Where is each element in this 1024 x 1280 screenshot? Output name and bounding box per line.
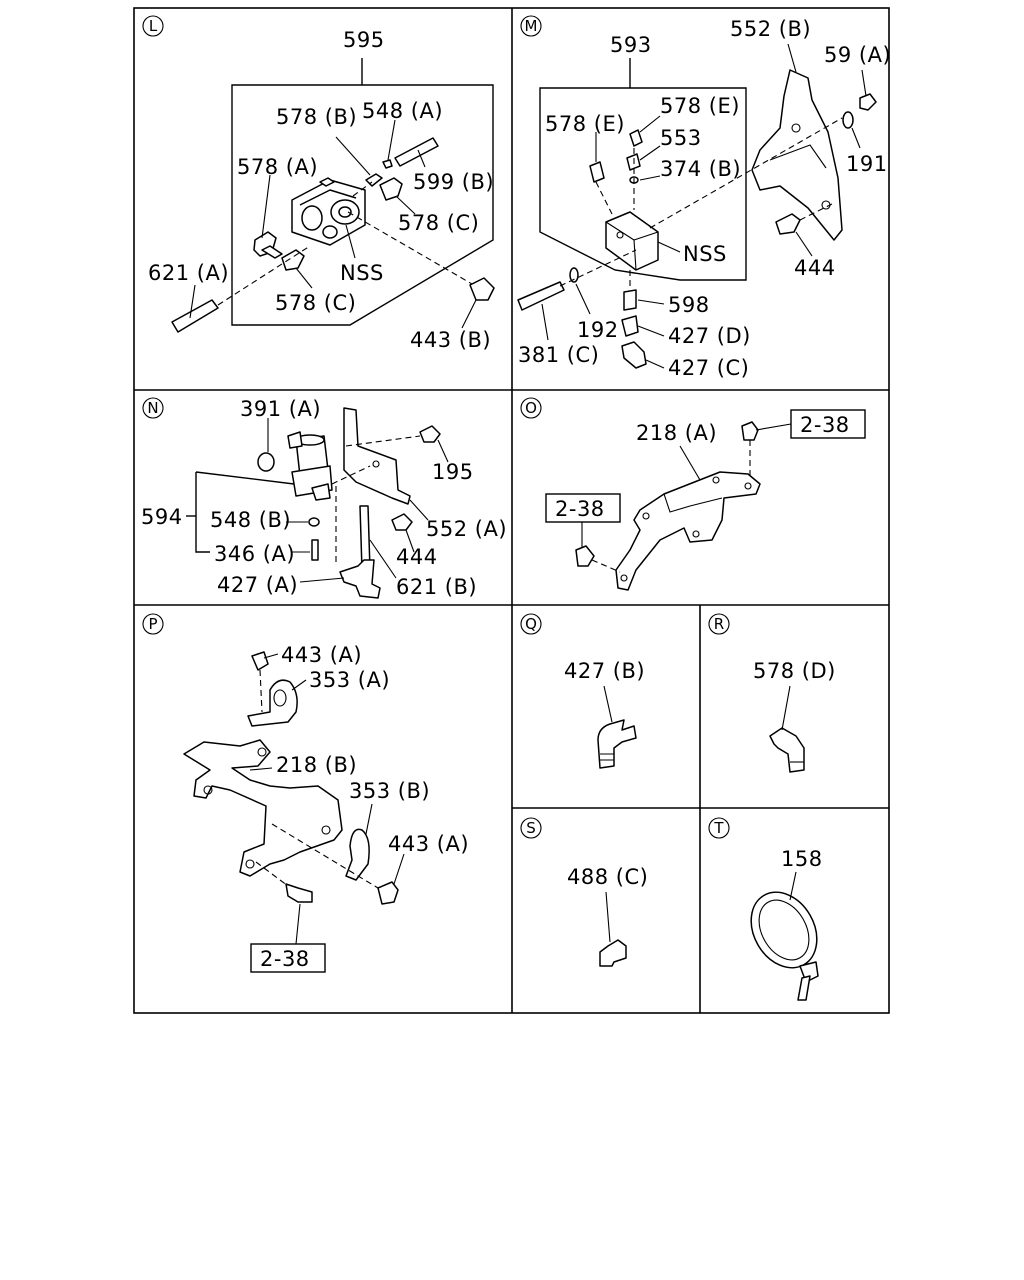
part-label: 427 (D) — [668, 324, 751, 348]
part-label: NSS — [340, 261, 384, 285]
panel-grid — [133, 7, 890, 1014]
reference-label: 2-38 — [800, 413, 850, 437]
part-label: 381 (C) — [518, 343, 599, 367]
valve-block — [605, 211, 659, 271]
bolt-part — [575, 545, 595, 567]
elbow-fitting — [769, 727, 805, 773]
fitting-part — [517, 93, 877, 369]
assembly-outline — [539, 87, 747, 281]
bolt-part — [419, 425, 441, 443]
panel-o: O 218 (A) 2-38 2-38 — [520, 397, 866, 591]
part-label: 192 — [577, 318, 619, 342]
assembly-outline — [231, 84, 494, 326]
part-label: 195 — [432, 460, 474, 484]
panel-marker: R — [714, 615, 724, 633]
panel-n: N — [141, 397, 507, 599]
valve-body — [291, 177, 366, 246]
panel-marker: T — [713, 819, 724, 837]
part-label: 578 (D) — [753, 659, 836, 683]
part-label: 488 (C) — [567, 865, 648, 889]
part-label: NSS — [683, 242, 727, 266]
panel-s: S 488 (C) — [520, 817, 648, 967]
part-label: 59 (A) — [824, 43, 891, 67]
clamp-part — [247, 679, 298, 727]
part-label: 578 (A) — [237, 155, 318, 179]
part-label: 374 (B) — [660, 157, 741, 181]
part-label: 218 (A) — [636, 421, 717, 445]
part-label: 598 — [668, 293, 710, 317]
panel-marker: L — [149, 17, 158, 35]
part-label: 621 (B) — [396, 575, 477, 599]
reference-label: 2-38 — [260, 947, 310, 971]
part-label: 443 (A) — [388, 832, 469, 856]
panel-t: T 158 — [708, 817, 823, 1001]
part-label: 552 (B) — [730, 17, 811, 41]
panel-q: Q 427 (B) — [520, 613, 645, 769]
bolt-part — [285, 883, 313, 903]
tee-fitting — [339, 559, 381, 599]
plug-part — [599, 939, 627, 967]
panel-p: P 443 (A) 353 (A) 218 (B) 353 (B) 443 (A… — [142, 613, 469, 973]
panel-marker: N — [147, 399, 158, 417]
part-label: 578 (E) — [545, 112, 625, 136]
part-label: 443 (B) — [410, 328, 491, 352]
part-label: 158 — [781, 847, 823, 871]
part-label: 599 (B) — [413, 170, 494, 194]
fitting-part — [171, 137, 495, 333]
bolt-part — [741, 421, 759, 441]
part-label: 595 — [343, 28, 385, 52]
reference-box — [545, 493, 621, 523]
panel-r: R 578 (D) — [708, 613, 836, 773]
part-label: 218 (B) — [276, 753, 357, 777]
elbow-fitting — [597, 719, 637, 769]
part-label: 444 — [396, 545, 438, 569]
part-label: 548 (B) — [210, 508, 291, 532]
part-label: 427 (A) — [217, 573, 298, 597]
part-label: 346 (A) — [214, 542, 295, 566]
solenoid-part — [257, 431, 333, 561]
panel-l: L — [142, 15, 495, 352]
cable-tie — [750, 891, 819, 1001]
panel-marker: O — [525, 399, 537, 417]
part-label: 427 (C) — [668, 356, 749, 380]
bracket-part — [751, 69, 843, 241]
bolt-part — [377, 881, 399, 905]
part-label: 444 — [794, 256, 836, 280]
clamp-part — [345, 828, 370, 881]
part-label: 427 (B) — [564, 659, 645, 683]
part-label: 578 (E) — [660, 94, 740, 118]
panel-marker: M — [525, 17, 538, 35]
bracket-part — [343, 407, 411, 505]
part-label: 548 (A) — [362, 99, 443, 123]
bolt-part — [251, 651, 269, 671]
panel-marker: Q — [525, 615, 537, 633]
panel-marker: S — [526, 819, 536, 837]
part-label: 621 (A) — [148, 261, 229, 285]
part-label: 391 (A) — [240, 397, 321, 421]
part-label: 578 (C) — [398, 211, 479, 235]
part-label: 191 — [846, 152, 888, 176]
part-label: 553 — [660, 126, 702, 150]
reference-label: 2-38 — [555, 497, 605, 521]
panel-m: M — [517, 15, 891, 380]
part-label: 578 (C) — [275, 291, 356, 315]
bolt-part — [391, 513, 413, 531]
panel-marker-circle — [142, 15, 164, 37]
part-label: 353 (B) — [349, 779, 430, 803]
part-label: 594 — [141, 505, 183, 529]
panel-marker: P — [148, 615, 157, 633]
part-label: 353 (A) — [309, 668, 390, 692]
bracket-part — [615, 471, 761, 591]
part-label: 552 (A) — [426, 517, 507, 541]
reference-box — [250, 943, 326, 973]
part-label: 443 (A) — [281, 643, 362, 667]
part-label: 593 — [610, 33, 652, 57]
part-label: 578 (B) — [276, 105, 357, 129]
